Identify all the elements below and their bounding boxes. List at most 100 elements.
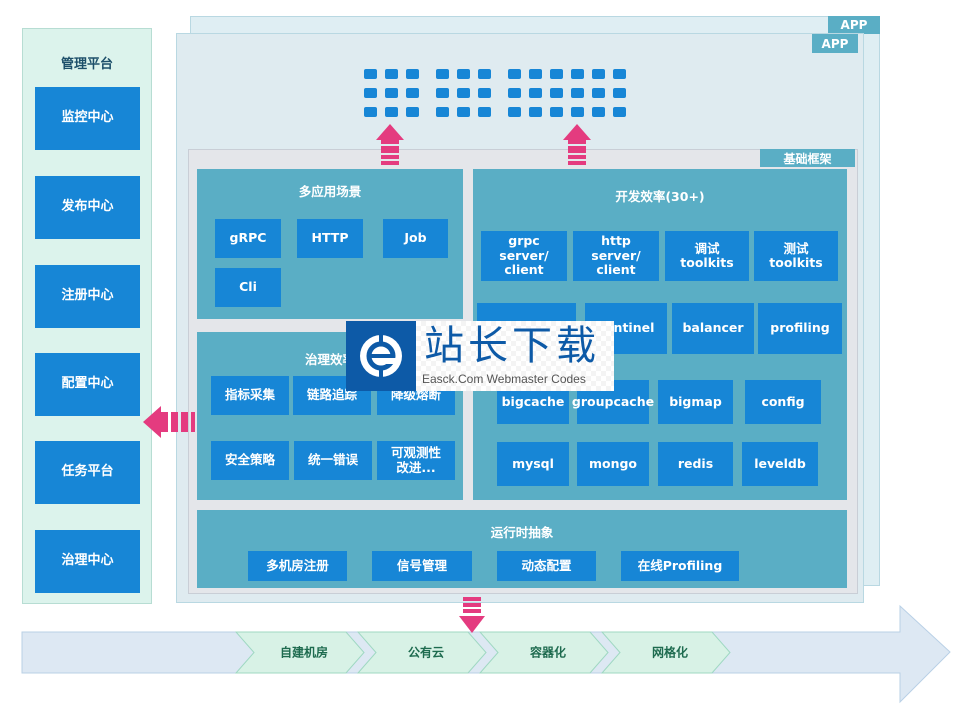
app-instance-block <box>385 88 398 98</box>
dev-tool-mysql[interactable]: mysql <box>497 442 569 486</box>
app-instance-block <box>406 107 419 117</box>
deployment-stage <box>600 631 731 674</box>
dev-tool-leveldb[interactable]: leveldb <box>742 442 818 486</box>
watermark-logo <box>346 321 416 391</box>
dev-tool-config[interactable]: config <box>745 380 821 424</box>
dev-tool-profiling[interactable]: profiling <box>758 303 842 354</box>
deployment-stage-label: 网格化 <box>652 645 688 660</box>
mgmt-item-registry[interactable]: 注册中心 <box>35 265 140 328</box>
app-tag-back: APP <box>828 16 880 34</box>
app-instance-block <box>571 69 584 79</box>
dev-tool-toolkits[interactable]: 调试 toolkits <box>665 231 749 281</box>
mgmt-item-label: 注册中心 <box>61 288 114 304</box>
app-instance-block <box>571 107 584 117</box>
app-instance-block <box>364 88 377 98</box>
mgmt-item-label: 监控中心 <box>61 110 114 126</box>
app-instance-block <box>436 88 449 98</box>
management-platform: 管理平台 监控中心 发布中心 注册中心 配置中心 任务平台 治理中心 <box>22 28 152 604</box>
dev-tool-http-server-client[interactable]: http server/ client <box>573 231 659 281</box>
app-instance-block <box>406 88 419 98</box>
app-instance-block <box>508 88 521 98</box>
governance-errors[interactable]: 统一错误 <box>294 441 372 480</box>
framework-tag: 基础框架 <box>760 149 855 167</box>
mgmt-item-label: 治理中心 <box>61 553 114 569</box>
dev-tool-toolkits[interactable]: 测试 toolkits <box>754 231 838 281</box>
governance-observability[interactable]: 可观测性 改进... <box>377 441 455 480</box>
app-instance-block <box>436 107 449 117</box>
runtime-signal-mgmt[interactable]: 信号管理 <box>372 551 472 581</box>
app-instance-block <box>529 107 542 117</box>
app-instance-block <box>613 88 626 98</box>
e-logo-icon <box>360 334 402 378</box>
app-instance-block <box>364 69 377 79</box>
app-instance-block <box>457 69 470 79</box>
deployment-stage <box>234 631 365 674</box>
deployment-stage <box>478 631 609 674</box>
app-instance-block <box>592 88 605 98</box>
app-instance-block <box>592 107 605 117</box>
app-tag-front: APP <box>812 34 858 53</box>
scenarios-title: 多应用场景 <box>298 184 362 199</box>
app-instance-block <box>613 69 626 79</box>
deployment-stage-label: 自建机房 <box>280 645 328 660</box>
runtime-title: 运行时抽象 <box>490 525 554 540</box>
watermark-title: 站长下载 <box>424 323 600 369</box>
dev-tool-grpc-server-client[interactable]: grpc server/ client <box>481 231 567 281</box>
dev-tool-redis[interactable]: redis <box>658 442 733 486</box>
app-instance-block <box>592 69 605 79</box>
deployment-timeline: 自建机房公有云容器化网格化 <box>21 604 951 704</box>
app-instance-block <box>406 69 419 79</box>
governance-metrics[interactable]: 指标采集 <box>211 376 289 415</box>
app-instance-block <box>529 69 542 79</box>
governance-title: 治理效率 <box>304 352 355 367</box>
app-instance-block <box>571 88 584 98</box>
mgmt-item-label: 任务平台 <box>61 464 114 480</box>
mgmt-item-release[interactable]: 发布中心 <box>35 176 140 239</box>
scenario-grpc[interactable]: gRPC <box>215 219 281 258</box>
mgmt-item-label: 配置中心 <box>61 376 114 392</box>
deployment-stage-label: 公有云 <box>408 645 444 660</box>
deployment-stage <box>356 631 487 674</box>
app-instance-block <box>508 107 521 117</box>
dev-efficiency-title: 开发效率(30+) <box>615 189 705 204</box>
scenario-http[interactable]: HTTP <box>297 219 363 258</box>
app-instance-block <box>613 107 626 117</box>
scenarios-panel: 多应用场景 gRPC HTTP Job Cli <box>197 169 463 319</box>
scenario-job[interactable]: Job <box>383 219 448 258</box>
app-instance-block <box>457 107 470 117</box>
app-instance-block <box>385 107 398 117</box>
mgmt-item-governance[interactable]: 治理中心 <box>35 530 140 593</box>
mgmt-item-config[interactable]: 配置中心 <box>35 353 140 416</box>
runtime-dynamic-config[interactable]: 动态配置 <box>497 551 596 581</box>
mgmt-item-monitoring[interactable]: 监控中心 <box>35 87 140 150</box>
runtime-panel: 运行时抽象 多机房注册 信号管理 动态配置 在线Profiling <box>197 510 847 588</box>
app-instance-block <box>364 107 377 117</box>
down-arrow-icon <box>459 597 485 633</box>
app-instance-block <box>529 88 542 98</box>
app-instance-block <box>550 69 563 79</box>
app-instance-block <box>550 107 563 117</box>
app-instance-block <box>436 69 449 79</box>
up-arrow-stripes <box>381 149 399 165</box>
app-instance-block <box>478 107 491 117</box>
runtime-online-profiling[interactable]: 在线Profiling <box>621 551 739 581</box>
runtime-multi-dc-registry[interactable]: 多机房注册 <box>248 551 347 581</box>
dev-tool-mongo[interactable]: mongo <box>577 442 649 486</box>
governance-security[interactable]: 安全策略 <box>211 441 289 480</box>
mgmt-item-tasks[interactable]: 任务平台 <box>35 441 140 504</box>
app-instance-block <box>478 88 491 98</box>
scenario-cli[interactable]: Cli <box>215 268 281 307</box>
mgmt-item-label: 发布中心 <box>61 199 114 215</box>
app-instance-block <box>385 69 398 79</box>
dev-tool-bigmap[interactable]: bigmap <box>658 380 733 424</box>
watermark-subtitle: Easck.Com Webmaster Codes <box>422 372 586 386</box>
app-instance-block <box>550 88 563 98</box>
dev-tool-balancer[interactable]: balancer <box>672 303 754 354</box>
app-instance-block <box>508 69 521 79</box>
up-arrow-stripes <box>568 149 586 165</box>
app-instance-block <box>478 69 491 79</box>
management-title: 管理平台 <box>60 57 113 72</box>
watermark: 站长下载 Easck.Com Webmaster Codes <box>346 321 614 391</box>
left-arrow-icon <box>143 406 195 438</box>
